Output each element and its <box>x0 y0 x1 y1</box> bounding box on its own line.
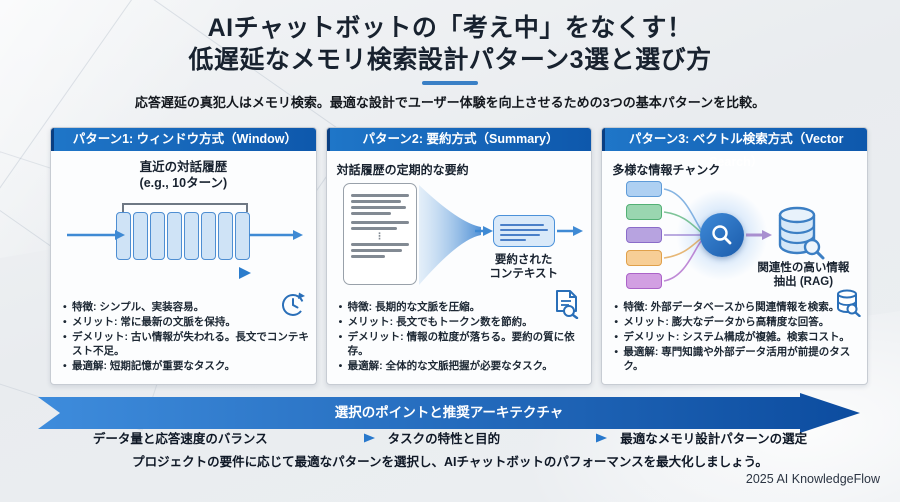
dialog-history-document: ⋮ <box>342 183 417 285</box>
panel-summary: パターン2: 要約方式（Summary） 対話履歴の定期的な要約 ⋮ <box>325 127 593 385</box>
page-subtitle: 応答遅延の真犯人はメモリ検索。最適な設計でユーザー体験を向上させるための3つの基… <box>134 95 766 110</box>
bullet-item: デメリット: システム構成が複雑。検索コスト。 <box>612 331 862 345</box>
window-diagram-label: 直近の対話履歴 (e.g., 10ターン) <box>51 159 316 192</box>
pattern-panels: パターン1: ウィンドウ方式（Window） 直近の対話履歴 (e.g., 10… <box>50 127 869 385</box>
step-arrow-icon <box>512 433 608 442</box>
chunk-magenta <box>626 273 663 289</box>
chunk-green <box>626 204 663 220</box>
window-turn-cells <box>116 212 251 260</box>
turn-cell <box>150 212 166 260</box>
chunk-purple <box>626 227 663 243</box>
summary-bullet-list: 特徴: 長期的な文脈を圧縮。 メリット: 長文でもトークン数を節約。 デメリット… <box>337 301 587 375</box>
doc-line <box>350 255 386 258</box>
summary-line <box>499 228 548 231</box>
panel-window-header: パターン1: ウィンドウ方式（Window） <box>51 128 316 151</box>
page-title-line1: AIチャットボットの「考え中」をなくす！ <box>207 14 693 42</box>
bullet-item: デメリット: 古い情報が失われる。長文でコンテキスト不足。 <box>61 331 311 359</box>
bullet-item: 最適解: 専門知識や外部データ活用が前提のタスク。 <box>612 346 862 374</box>
doc-line <box>350 206 406 209</box>
chunk-orange <box>626 250 663 266</box>
magnifier-icon <box>712 225 732 245</box>
doc-line <box>350 243 409 246</box>
step-2: タスクの特性と目的 <box>387 432 501 446</box>
bullet-item: デメリット: 情報の粒度が落ちる。要約の質に依存。 <box>337 331 587 359</box>
bullet-item: 最適解: 全体的な文脈把握が必要なタスク。 <box>337 360 587 374</box>
turn-cell <box>218 212 234 260</box>
footnote: プロジェクトの要件に応じて最適なパターンを選択し、AIチャットボットのパフォーマ… <box>132 455 768 469</box>
summary-line <box>499 233 541 236</box>
step-arrow-icon <box>279 433 375 442</box>
summary-funnel-and-arrows <box>418 185 583 285</box>
summarized-context-label-line2: コンテキスト <box>489 268 558 281</box>
title-underline <box>422 81 478 85</box>
summary-diagram-label: 対話履歴の定期的な要約 <box>336 163 469 177</box>
page-title: AIチャットボットの「考え中」をなくす！ 低遅延なメモリ検索設計パターン3選と選… <box>0 13 900 76</box>
rag-output-label-line2: 抽出 (RAG) <box>773 276 834 289</box>
info-chunks <box>626 181 663 289</box>
turn-cell <box>133 212 149 260</box>
window-arrows <box>67 230 303 279</box>
panel-vector-search-header: パターン3: ベクトル検索方式（Vector Search） <box>602 128 868 169</box>
summary-line <box>499 238 527 241</box>
bullet-item: メリット: 膨大なデータから高精度な回答。 <box>612 316 862 330</box>
panel-window: パターン1: ウィンドウ方式（Window） 直近の対話履歴 (e.g., 10… <box>50 127 317 385</box>
rag-database-icon <box>779 206 825 260</box>
vector-bullet-list: 特徴: 外部データベースから関連情報を検索。 メリット: 膨大なデータから高精度… <box>612 301 862 375</box>
doc-line <box>350 200 401 203</box>
doc-line <box>350 212 392 215</box>
panel-vector-search-body: 多様な情報チャンク <box>602 151 867 385</box>
vector-search-icon <box>700 213 745 257</box>
summarized-context-label-line1: 要約された <box>494 254 553 266</box>
page-title-line2: 低遅延なメモリ検索設計パターン3選と選び方 <box>188 45 712 74</box>
window-diagram-label-line2: (e.g., 10ターン) <box>139 176 228 191</box>
bullet-item: 特徴: 長期的な文脈を圧縮。 <box>337 301 587 315</box>
panel-vector-search: パターン3: ベクトル検索方式（Vector Search） 多様な情報チャンク <box>601 127 869 385</box>
selection-banner: 選択のポイントと推奨アーキテクチャ <box>38 393 860 433</box>
rag-output-label: 関連性の高い情報 抽出 (RAG) <box>742 261 864 290</box>
chunk-blue <box>626 181 663 197</box>
doc-line <box>350 194 409 197</box>
summary-line <box>499 223 544 226</box>
panel-summary-header: パターン2: 要約方式（Summary） <box>326 128 592 151</box>
turn-cell <box>201 212 217 260</box>
selection-steps: データ量と応答速度のバランス タスクの特性と目的 最適なメモリ設計パターンの選定 <box>0 428 900 447</box>
doc-line <box>350 227 398 230</box>
turn-cell <box>167 212 183 260</box>
turn-cell <box>184 212 200 260</box>
summarized-context-box <box>492 215 555 247</box>
window-diagram-label-line1: 直近の対話履歴 <box>139 160 228 174</box>
bullet-item: 特徴: 外部データベースから関連情報を検索。 <box>612 301 862 315</box>
ellipsis-dots: ⋮ <box>375 231 385 241</box>
rag-output-label-line1: 関連性の高い情報 <box>757 262 850 274</box>
doc-line <box>350 249 402 252</box>
bullet-item: メリット: 常に最新の文脈を保持。 <box>61 316 311 330</box>
banner-title: 選択のポイントと推奨アーキテクチャ <box>334 405 564 420</box>
panel-window-body: 直近の対話履歴 (e.g., 10ターン) <box>51 151 316 385</box>
bullet-item: 特徴: シンプル、実装容易。 <box>61 301 311 315</box>
bullet-item: メリット: 長文でもトークン数を節約。 <box>337 316 587 330</box>
step-3: 最適なメモリ設計パターンの選定 <box>620 432 808 446</box>
window-bracket <box>122 203 249 212</box>
window-bullet-list: 特徴: シンプル、実装容易。 メリット: 常に最新の文脈を保持。 デメリット: … <box>61 301 311 375</box>
bullet-item: 最適解: 短期記憶が重要なタスク。 <box>61 360 311 374</box>
chunk-connectors <box>664 188 773 282</box>
doc-line <box>350 221 409 224</box>
summarized-context-label: 要約された コンテキスト <box>463 253 585 282</box>
chunks-label: 多様な情報チャンク <box>612 163 721 177</box>
panel-summary-body: 対話履歴の定期的な要約 ⋮ <box>327 151 592 385</box>
step-1: データ量と応答速度のバランス <box>92 432 268 446</box>
banner-arrow-shape <box>38 393 860 433</box>
credit-text: 2025 AI KnowledgeFlow <box>745 472 880 486</box>
